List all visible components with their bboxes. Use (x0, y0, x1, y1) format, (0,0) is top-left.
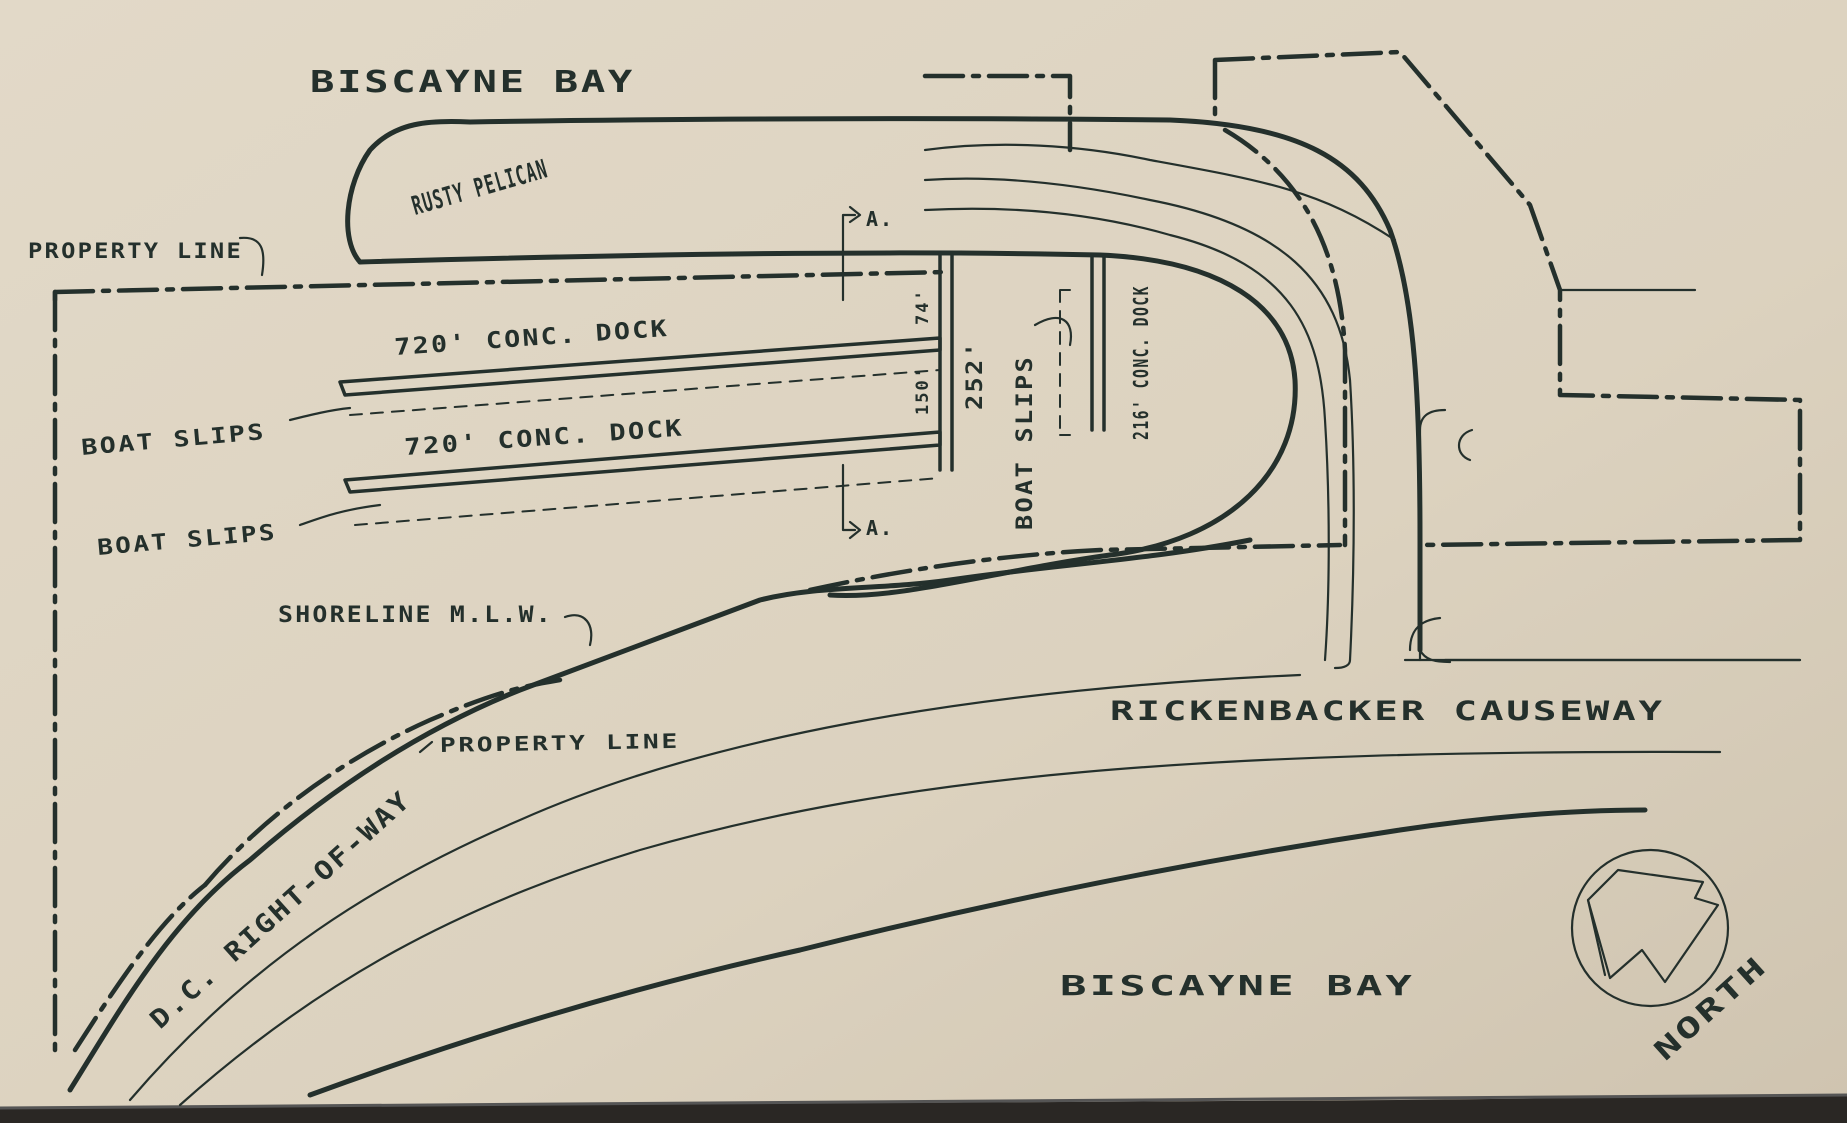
label-section-top: A. (866, 207, 894, 231)
causeway-block-lines (1408, 288, 1802, 664)
causeway-south-shore (307, 807, 1648, 1098)
property-line-far-south (72, 882, 208, 1053)
leader-boat-slips-vertical (1033, 316, 1073, 347)
section-mark-top (841, 205, 862, 302)
boat-slips-upper-line (349, 369, 941, 416)
shoreline-mlw (67, 537, 1253, 1093)
access-road-outer (923, 207, 1330, 662)
property-boundary-right (922, 49, 1803, 548)
label-boat-slips-vertical: BOAT SLIPS (1013, 355, 1038, 530)
paper-edge (0, 1093, 1847, 1110)
access-road-inner (923, 177, 1355, 662)
label-length-252: 252' (963, 340, 988, 410)
label-biscayne-bay-south: BISCAYNE BAY (1060, 969, 1415, 1002)
causeway-road-line-2 (178, 750, 1722, 1107)
label-dim-150: 150' (913, 366, 933, 415)
restaurant-outline (345, 116, 1423, 653)
property-line-curve (1222, 127, 1348, 548)
leader-boat-slips-upper (288, 406, 352, 422)
label-property-line-bottom: PROPERTY LINE (440, 729, 680, 757)
north-arrow-icon (1570, 848, 1730, 1008)
property-line-south (202, 677, 563, 888)
label-biscayne-bay-north: BISCAYNE BAY (310, 65, 635, 100)
label-dim-74: 74' (913, 288, 933, 325)
leader-causeway-c (1457, 428, 1474, 462)
dock-vertical-216 (1090, 253, 1106, 432)
label-property-line-top: PROPERTY LINE (28, 239, 243, 263)
leader-shoreline (563, 614, 593, 647)
building-base-line (357, 250, 1298, 599)
leader-property-line-top (238, 236, 265, 277)
boat-slips-vertical-line (1059, 289, 1071, 436)
access-drive-top (923, 143, 1397, 242)
leader-property-line-bottom (418, 740, 434, 754)
label-causeway: RICKENBACKER CAUSEWAY (1110, 696, 1665, 727)
section-mark-bottom (841, 463, 862, 540)
label-shoreline: SHORELINE M.L.W. (278, 603, 553, 628)
label-section-bottom: A. (866, 516, 894, 540)
dock-vertical-main (938, 253, 954, 472)
label-dock-vertical: 216' CONC. DOCK (1129, 285, 1153, 440)
property-line-shore (807, 542, 1343, 593)
causeway-connector (1333, 658, 1352, 670)
leader-boat-slips-lower (298, 503, 382, 527)
causeway-road-line-1 (128, 673, 1302, 1102)
